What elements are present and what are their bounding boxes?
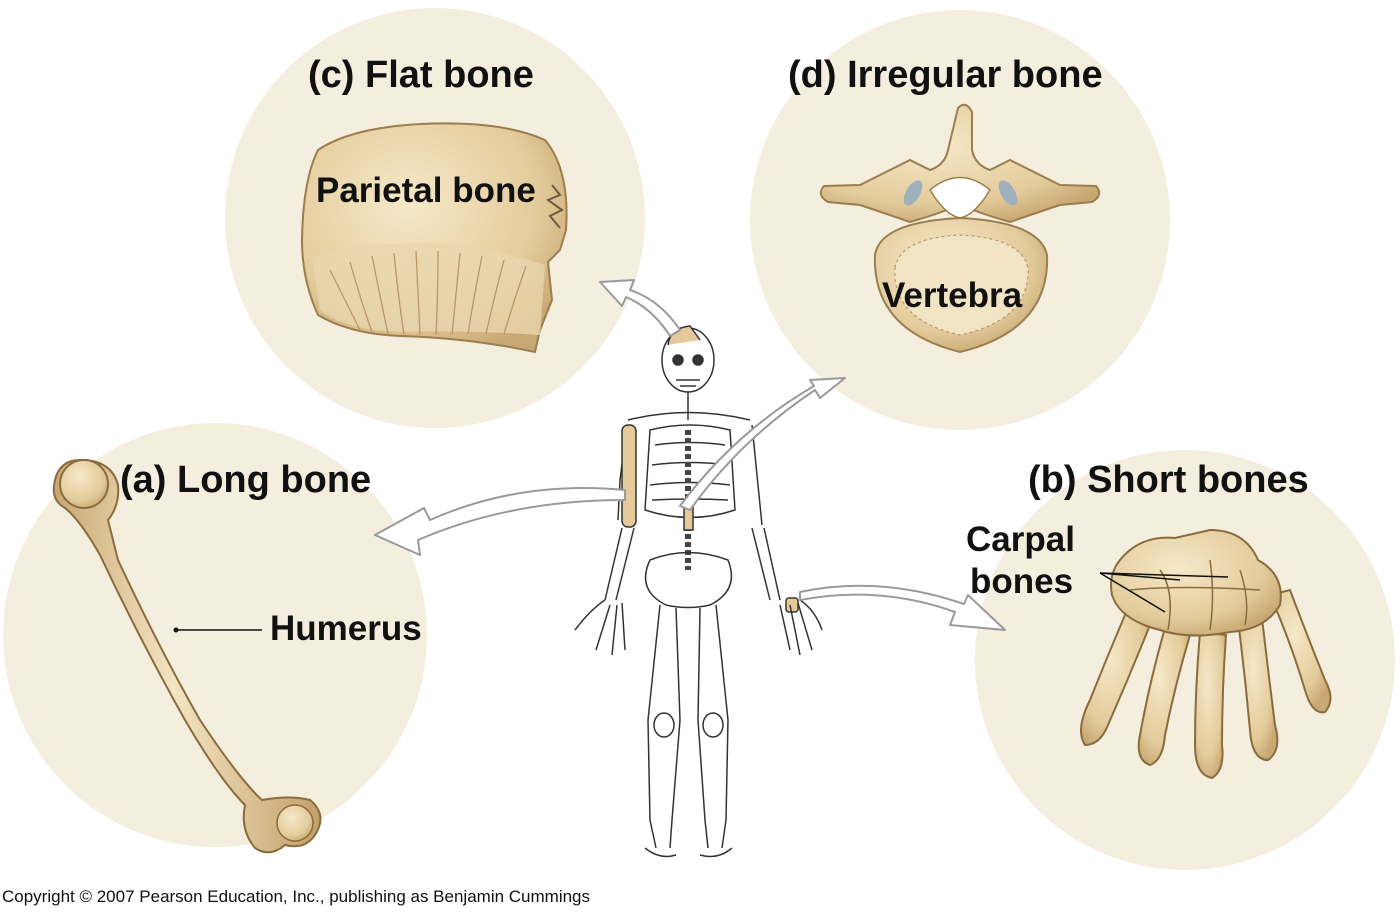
parietal-bone-icon [300, 122, 568, 354]
parietal-bone-label: Parietal bone [316, 171, 536, 210]
carpal-bones-label-line1: Carpal [966, 520, 1075, 559]
arrows [374, 279, 1006, 631]
arrow-to-flat-bone [599, 279, 681, 337]
humerus-label: Humerus [270, 609, 422, 648]
carpal-bones-icon [1080, 528, 1332, 780]
humerus-icon [52, 458, 322, 854]
arrow-to-long-bone [374, 487, 626, 556]
long-bone-title: (a) Long bone [120, 459, 372, 501]
arrow-to-irregular-bone [679, 377, 846, 511]
vertebra-icon [819, 103, 1101, 354]
flat-bone-title: (c) Flat bone [308, 54, 534, 96]
copyright-text: Copyright © 2007 Pearson Education, Inc.… [2, 887, 591, 906]
short-bones-circle [975, 450, 1395, 870]
arrow-to-short-bones [799, 584, 1006, 631]
carpal-bones-label-line2: bones [970, 562, 1074, 601]
irregular-bone-title: (d) Irregular bone [788, 54, 1103, 96]
short-bones-title: (b) Short bones [1028, 459, 1309, 501]
vertebra-label: Vertebra [882, 276, 1023, 315]
